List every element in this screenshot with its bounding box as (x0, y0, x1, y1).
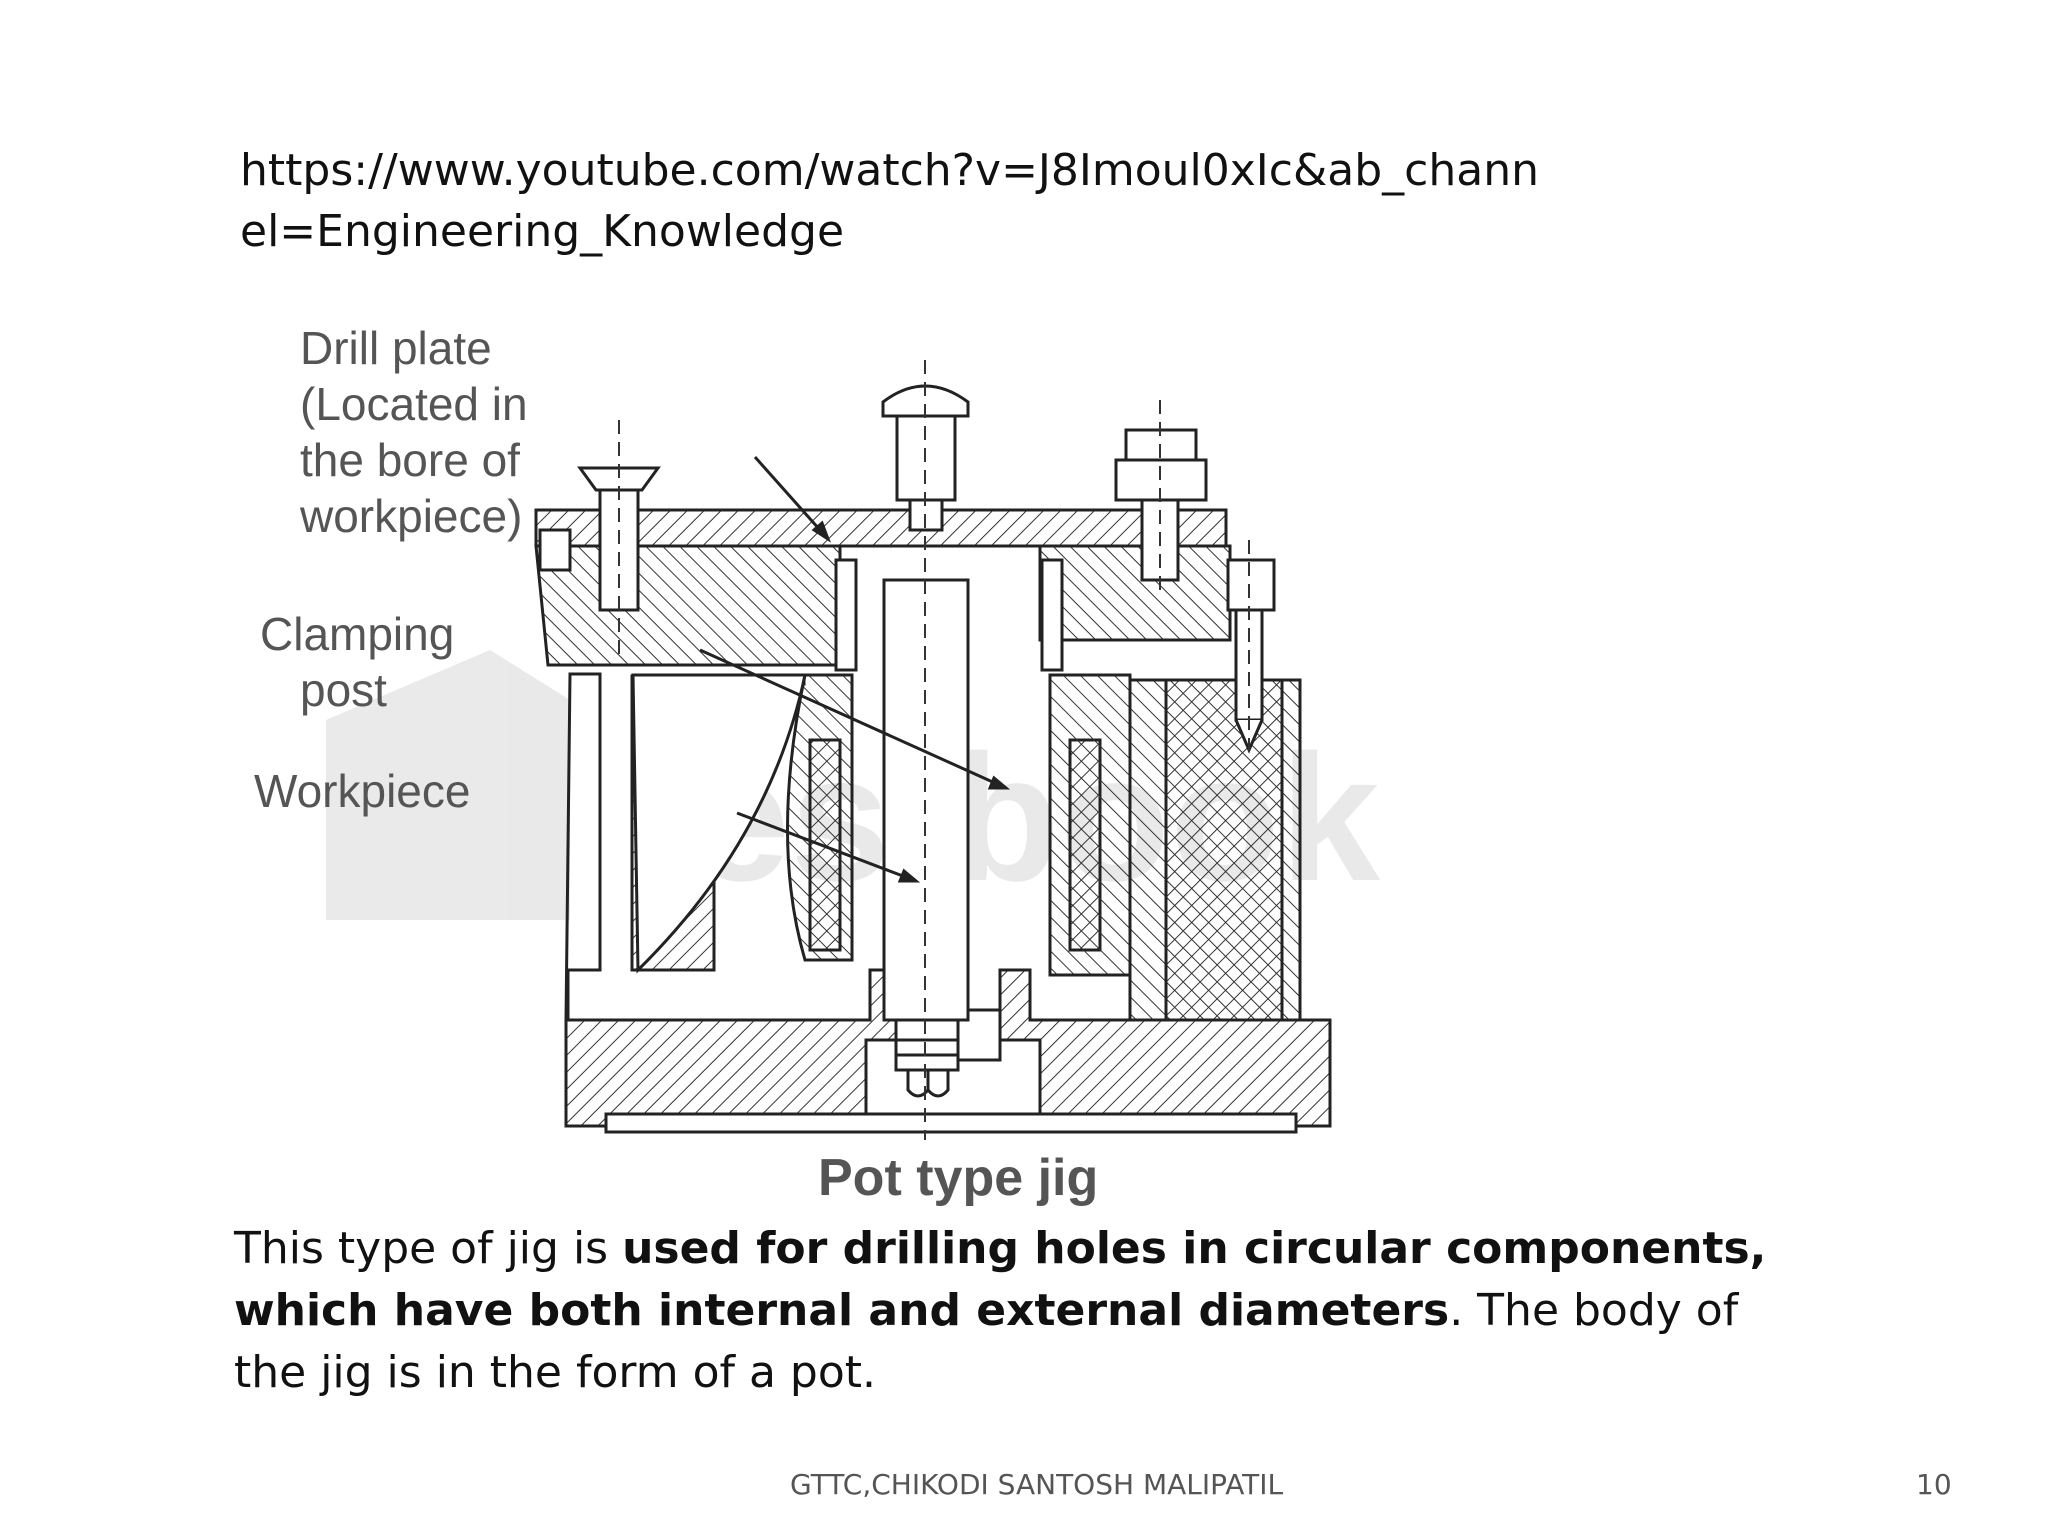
leader-lines (699, 456, 1011, 883)
footer-author: GTTC,CHIKODI SANTOSH MALIPATIL (790, 1468, 1284, 1501)
figure-caption: Pot type jig (818, 1149, 1099, 1207)
center-lines (618, 360, 1250, 1140)
label-clamping-post: Clamping post (260, 606, 454, 718)
video-url[interactable]: https://www.youtube.com/watch?v=J8Imoul0… (240, 140, 1540, 262)
url-line-1[interactable]: https://www.youtube.com/watch?v=J8Imoul0… (240, 145, 1539, 196)
description-bold: used for drilling holes in circular comp… (234, 1223, 1767, 1336)
page-number: 10 (1916, 1468, 1952, 1501)
description-text-1: This type of jig is (234, 1223, 623, 1274)
label-drill-plate: Drill plate (Located in the bore of work… (300, 320, 528, 544)
drill-plate-line-2: (Located in (300, 378, 528, 430)
pot-type-jig-figure: testbook (254, 320, 1400, 1220)
jig-drawing: testbook (326, 360, 1381, 1140)
label-workpiece: Workpiece (254, 765, 471, 817)
description-text-2: . The body of the jig is in the form of … (234, 1285, 1739, 1398)
right-screw (1114, 428, 1208, 582)
drill-plate-line-4: workpiece) (300, 490, 523, 542)
clamping-post-line-2: post (300, 664, 387, 716)
description-paragraph: This type of jig is used for drilling ho… (234, 1218, 1794, 1404)
drill-plate (534, 508, 1232, 672)
drill-plate-line-3: the bore of (300, 434, 520, 486)
drill-plate-line-1: Drill plate (300, 322, 492, 374)
url-line-2[interactable]: el=Engineering_Knowledge (240, 206, 845, 257)
clamping-post-line-1: Clamping (260, 608, 455, 660)
